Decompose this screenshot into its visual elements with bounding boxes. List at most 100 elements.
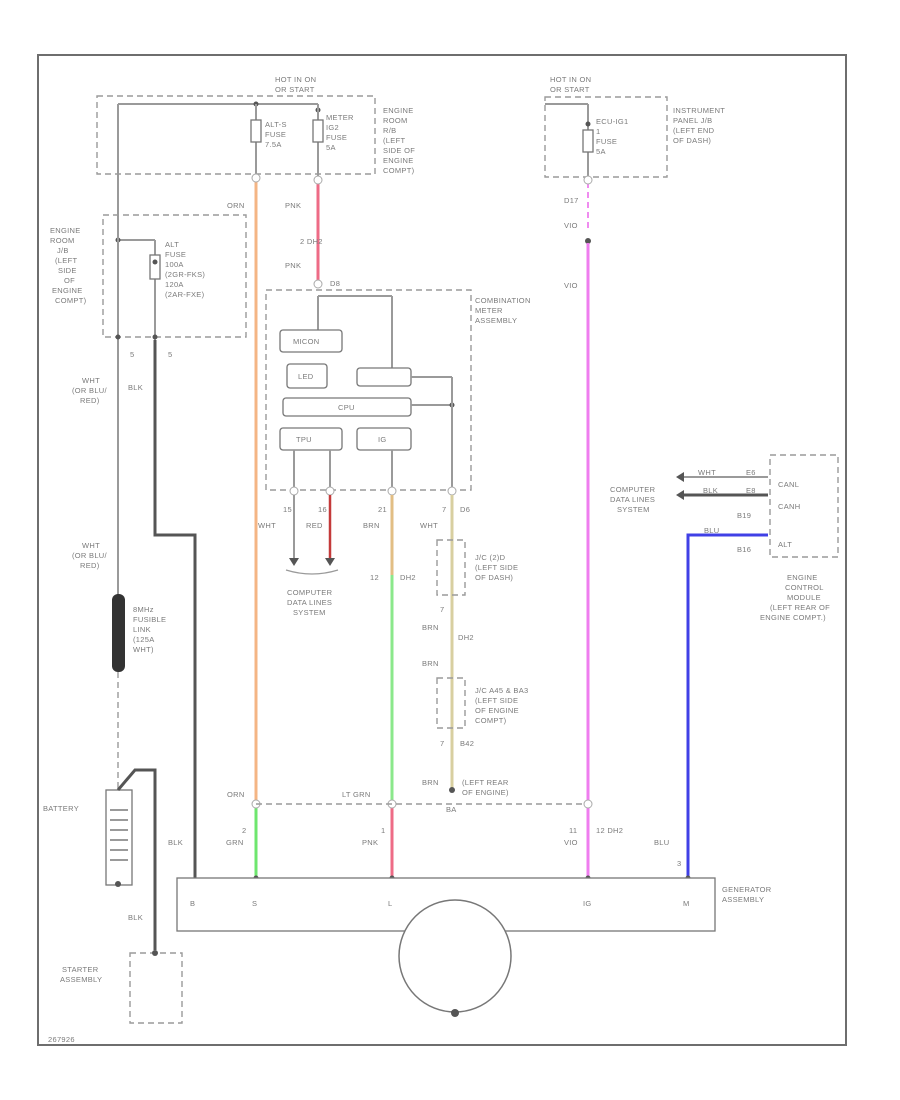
engine-room-jb-left-line: OF [64, 276, 75, 285]
ecm-line: ENGINE [787, 573, 818, 582]
meter-block-label: CPU [338, 403, 355, 412]
brn-label-4: BRN [422, 778, 439, 787]
meter-led-block [286, 363, 328, 389]
blu-wire-to-m [686, 533, 768, 878]
generator-pin-b: B [190, 899, 195, 908]
left-rear-engine-line: OF ENGINE) [462, 788, 509, 797]
ba-label: BA [446, 805, 457, 814]
wire-label: (OR BLU/ [72, 386, 108, 395]
starter-label: STARTER ASSEMBLY [60, 965, 102, 984]
jc-dash-label: J/C (2)D (LEFT SIDE OF DASH) [475, 553, 518, 582]
engine-room-jb-left-line: SIDE [58, 266, 77, 275]
brn-label-3: BRN [422, 659, 439, 668]
dh2-label: 2 DH2 [300, 237, 323, 246]
b42-label: B42 [460, 739, 474, 748]
orn-bottom-label: ORN [227, 790, 245, 799]
d17-label: D17 [564, 196, 579, 205]
fuse-alt-s-line: ALT-S [265, 120, 287, 129]
meter-block-label: MICON [293, 337, 320, 346]
combination-meter-outline [265, 289, 472, 491]
engine-room-jb-left-line: COMPT) [55, 296, 87, 305]
can-arrow [325, 558, 335, 566]
pin-label: 12 [370, 573, 379, 582]
generator-pin-m: M [683, 899, 690, 908]
alt-fuse-line: (2AR-FXE) [165, 290, 205, 299]
instrument-panel-jb-line: (LEFT END [673, 126, 715, 135]
d8-label: D8 [330, 279, 340, 288]
wire-label: WHT [82, 541, 100, 550]
splice-dot [585, 238, 591, 244]
fuse-ecu-ig1-line: 5A [596, 147, 606, 156]
connector-pin [325, 486, 335, 496]
connector-pin [387, 486, 397, 496]
pin-label: 16 [318, 505, 327, 514]
hot-in-on-label-right: HOT IN ON OR START [550, 75, 591, 94]
instrument-panel-jb-line: INSTRUMENT [673, 106, 725, 115]
splice-dot [585, 121, 591, 127]
engine-room-fuse-box-line: (LEFT [383, 136, 405, 145]
fusible-link-line: 8MHz [133, 605, 154, 614]
meter-micon-block [279, 329, 343, 353]
engine-room-jb-left-outline [102, 214, 247, 338]
fusible-link-line: (125A [133, 635, 155, 644]
pin-label: 2 [242, 826, 246, 835]
generator-line: ASSEMBLY [722, 895, 764, 904]
connector-pin [447, 486, 457, 496]
ecm-signal-label: ALT [778, 540, 792, 549]
engine-room-fuse-box-line: ENGINE [383, 106, 414, 115]
wht-or-blu-red-label-2: WHT (OR BLU/ RED) [72, 541, 108, 570]
hot-left-line-1: HOT IN ON [275, 75, 316, 84]
page-code: 267926 [48, 1035, 75, 1044]
wht-label-1: WHT [258, 521, 276, 530]
meter-block-label: TPU [296, 435, 312, 444]
ecm-signal-label: CANL [778, 480, 799, 489]
meter-ig-block [356, 367, 412, 387]
engine-room-jb-left-line: (LEFT [55, 256, 77, 265]
generator-pin-ig: IG [583, 899, 592, 908]
combination-meter-line: METER [475, 306, 503, 315]
diagram-frame [37, 54, 847, 1046]
can-arrow [289, 558, 299, 566]
dh2-label-4: 12 DH2 [596, 826, 623, 835]
alt-fuse-line: (2GR-FKS) [165, 270, 205, 279]
red-label: RED [306, 521, 323, 530]
can-arrow-right [676, 490, 684, 500]
vio-label-2: VIO [564, 281, 578, 290]
splice-dot [152, 334, 158, 340]
pin-label: 7 [440, 739, 444, 748]
pin-label: 1 [381, 826, 385, 835]
fuse-ecu-ig1-line: 1 [596, 127, 600, 136]
starter-assembly-outline [129, 952, 183, 1024]
computer-data-lines-line: SYSTEM [617, 505, 650, 514]
wht-or-blu-red-label-1: WHT (OR BLU/ RED) [72, 376, 108, 405]
ecm-label: ENGINE CONTROL MODULE (LEFT REAR OF ENGI… [760, 573, 830, 622]
meter-block-label: IG [378, 435, 387, 444]
engine-room-fuse-box-line: ENGINE [383, 156, 414, 165]
pin-label: 15 [283, 505, 292, 514]
engine-room-fuse-box-line: R/B [383, 126, 396, 135]
ecm-line: ENGINE COMPT.) [760, 613, 826, 622]
engine-room-fuse-box-line: ROOM [383, 116, 408, 125]
splice-dot [115, 334, 121, 340]
pin-label: 3 [677, 859, 681, 868]
computer-data-lines-line: SYSTEM [293, 608, 326, 617]
wire-label: RED) [80, 396, 100, 405]
jc-dash-line: J/C (2)D [475, 553, 506, 562]
meter-ig-block-2 [356, 427, 412, 451]
ecm-blk-label: BLK [703, 486, 718, 495]
combination-meter-line: ASSEMBLY [475, 316, 517, 325]
pin-label: 21 [378, 505, 387, 514]
connector-pin [313, 175, 323, 185]
d6-label: D6 [460, 505, 470, 514]
left-rear-engine-label: (LEFT REAR OF ENGINE) [462, 778, 509, 797]
wht-label-2: WHT [420, 521, 438, 530]
fusible-link-line: FUSIBLE [133, 615, 166, 624]
meter-cpu-block [282, 397, 412, 417]
fusible-link-symbol [112, 594, 125, 672]
combination-meter-label: COMBINATION METER ASSEMBLY [475, 296, 530, 325]
wire-label: (OR BLU/ [72, 551, 108, 560]
pin-label: 11 [569, 826, 577, 835]
blk-label-1: BLK [128, 383, 143, 392]
hot-in-on-label-left: HOT IN ON OR START [275, 75, 316, 94]
